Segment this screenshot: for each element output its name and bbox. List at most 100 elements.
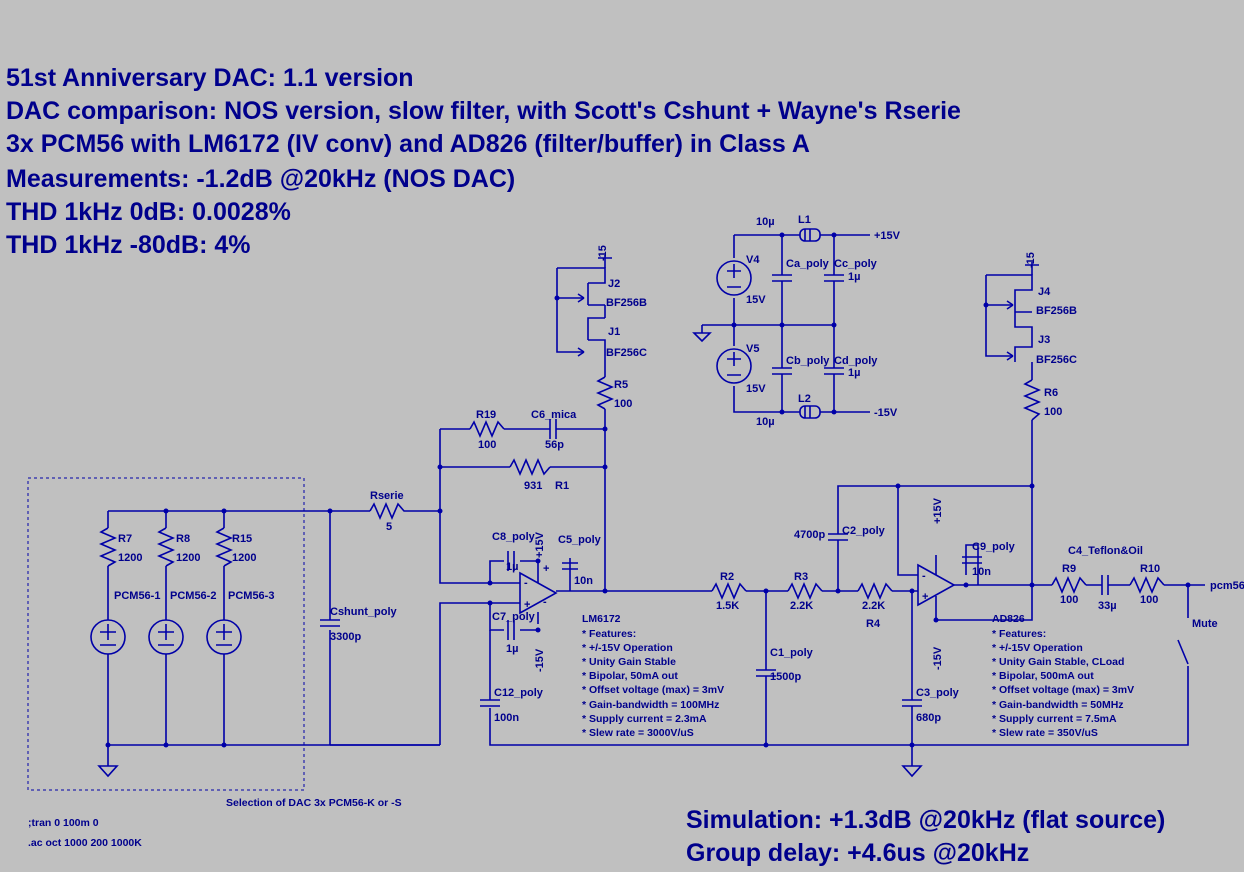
- svg-text:LM6172: LM6172: [582, 613, 621, 625]
- pcm56-2-label: PCM56-2: [170, 590, 216, 602]
- r9-ref: R9: [1062, 563, 1076, 575]
- tran-directive: ;tran 0 100m 0: [28, 817, 99, 829]
- capacitor-c8: [507, 551, 515, 571]
- resistor-r4: [857, 581, 893, 601]
- output-wiring: [912, 584, 1205, 746]
- current-source-pcm56-1: [90, 619, 126, 655]
- svg-text:* Supply current = 2.3mA: * Supply current = 2.3mA: [582, 713, 707, 725]
- svg-text:* +/-15V Operation: * +/-15V Operation: [582, 642, 673, 654]
- resistor-r1: [509, 457, 551, 477]
- j4-value: BF256B: [1036, 305, 1077, 317]
- group-delay-note: Group delay: +4.6us @20kHz: [686, 839, 1029, 867]
- r3-value: 2.2K: [790, 600, 813, 612]
- r15-value: 1200: [232, 552, 256, 564]
- u2-pos-supply: +15V: [932, 497, 944, 524]
- jfet-j4-j3-stack: [983, 262, 1039, 585]
- ad826-notes: AD826 * Features: * +/-15V Operation * U…: [992, 613, 1134, 739]
- capacitor-cb: [772, 367, 792, 375]
- c6-value: 56p: [545, 439, 564, 451]
- c9-value: 10n: [972, 566, 991, 578]
- v4-value: 15V: [746, 294, 766, 306]
- title-line-5: THD 1kHz 0dB: 0.0028%: [6, 198, 291, 226]
- capacitor-c12: [480, 699, 500, 707]
- cd-value: 1µ: [848, 367, 860, 379]
- c9-ref: C9_poly: [972, 541, 1016, 553]
- capacitor-c2: [828, 533, 848, 541]
- cshunt-value: 3300p: [330, 631, 361, 643]
- r19-ref: R19: [476, 409, 496, 421]
- p15-label: +15V: [874, 230, 901, 242]
- rserie-ref: Rserie: [370, 490, 404, 502]
- resistor-r9: [1051, 575, 1087, 595]
- simulation-note: Simulation: +1.3dB @20kHz (flat source): [686, 806, 1165, 834]
- current-source-pcm56-2: [148, 619, 184, 655]
- r1-value: 931: [524, 480, 542, 492]
- u2-minus: -: [922, 570, 926, 582]
- j3-value: BF256C: [1036, 354, 1077, 366]
- r10-ref: R10: [1140, 563, 1160, 575]
- r8-value: 1200: [176, 552, 200, 564]
- capacitor-c5: [562, 562, 578, 570]
- c5-ref: C5_poly: [558, 534, 602, 546]
- cshunt-ref: Cshunt_poly: [330, 606, 397, 618]
- c4-ref: C4_Teflon&Oil: [1068, 545, 1143, 557]
- power-supply-wiring: [692, 234, 870, 413]
- resistor-r3: [787, 581, 823, 601]
- c12-value: 100n: [494, 712, 519, 724]
- j2-value: BF256B: [606, 297, 647, 309]
- svg-text:* Offset voltage (max) = 3mV: * Offset voltage (max) = 3mV: [992, 684, 1134, 696]
- capacitor-c7: [507, 620, 515, 640]
- r6-ref: R6: [1044, 387, 1058, 399]
- dac-selection-caption: Selection of DAC 3x PCM56-K or -S: [226, 797, 402, 809]
- j4-supply-label: -15: [1025, 252, 1037, 268]
- r4-ref: R4: [866, 618, 881, 630]
- u1-minus-pin: -: [543, 596, 547, 608]
- title-line-2: DAC comparison: NOS version, slow filter…: [6, 97, 961, 125]
- r5-value: 100: [614, 398, 632, 410]
- capacitor-c1: [756, 669, 776, 677]
- title-line-1: 51st Anniversary DAC: 1.1 version: [6, 64, 414, 92]
- v4-ref: V4: [746, 254, 760, 266]
- resistor-r5: [595, 376, 615, 410]
- r4-value: 2.2K: [862, 600, 885, 612]
- resistor-r10: [1129, 575, 1165, 595]
- j1-value: BF256C: [606, 347, 647, 359]
- r9-value: 100: [1060, 594, 1078, 606]
- c4-value: 33µ: [1098, 600, 1117, 612]
- svg-text:* Gain-bandwidth = 50MHz: * Gain-bandwidth = 50MHz: [992, 699, 1124, 711]
- c1-ref: C1_poly: [770, 647, 814, 659]
- c1-value: 1500p: [770, 671, 801, 683]
- j4-ref: J4: [1038, 286, 1051, 298]
- title-line-4: Measurements: -1.2dB @20kHz (NOS DAC): [6, 165, 515, 193]
- capacitor-ca: [772, 274, 792, 282]
- svg-text:AD826: AD826: [992, 613, 1025, 625]
- title-line-6: THD 1kHz -80dB: 4%: [6, 231, 251, 259]
- n15-label: -15V: [874, 407, 898, 419]
- resistor-r2: [711, 581, 747, 601]
- capacitor-c3: [902, 699, 922, 707]
- r2-ref: R2: [720, 571, 734, 583]
- capacitor-c4: [1101, 575, 1109, 595]
- u1-plus-pin: +: [543, 563, 549, 575]
- svg-text:* Features:: * Features:: [582, 628, 636, 640]
- u2-plus: +: [922, 591, 928, 603]
- svg-text:* Features:: * Features:: [992, 628, 1046, 640]
- u1-minus: -: [524, 577, 528, 589]
- r10-value: 100: [1140, 594, 1158, 606]
- capacitor-c9: [962, 556, 982, 564]
- l1-ref: L1: [798, 214, 811, 226]
- u1-pos-supply: +15V: [534, 531, 546, 558]
- mute-label: Mute: [1192, 618, 1218, 630]
- svg-text:* Bipolar, 500mA out: * Bipolar, 500mA out: [992, 670, 1094, 682]
- capacitor-cd: [824, 367, 844, 375]
- c8-ref: C8_poly: [492, 531, 536, 543]
- output-label: pcm56: [1210, 580, 1244, 592]
- j3-ref: J3: [1038, 334, 1050, 346]
- opamp-ad826: [897, 486, 1033, 621]
- dac-selection-box: [27, 477, 305, 791]
- u2-neg-supply: -15V: [932, 646, 944, 670]
- r19-value: 100: [478, 439, 496, 451]
- voltage-source-v4: [716, 260, 752, 296]
- r7-ref: R7: [118, 533, 132, 545]
